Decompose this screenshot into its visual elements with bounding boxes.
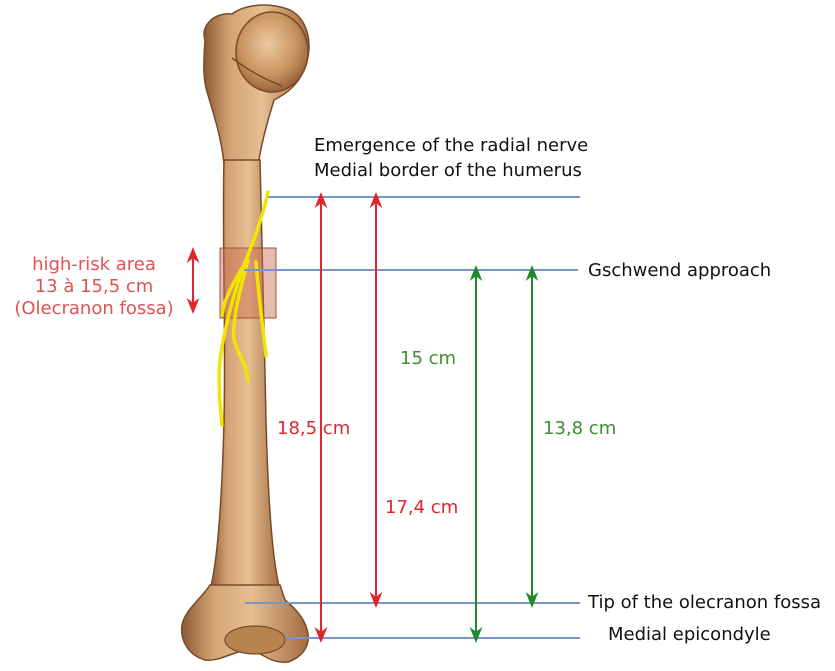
humerus-bone xyxy=(182,5,309,662)
risk-line-2: 13 à 15,5 cm xyxy=(8,276,180,298)
label-medial-border-humerus: Medial border of the humerus xyxy=(314,160,582,182)
measure-13-8-cm: 13,8 cm xyxy=(543,418,616,440)
label-medial-epicondyle: Medial epicondyle xyxy=(608,624,771,646)
label-radial-nerve-emergence: Emergence of the radial nerve xyxy=(314,135,588,157)
label-gschwend-approach: Gschwend approach xyxy=(588,260,771,282)
label-olecranon-tip: Tip of the olecranon fossa xyxy=(588,592,821,614)
measure-18-5-cm: 18,5 cm xyxy=(277,418,350,440)
measure-15-cm: 15 cm xyxy=(400,348,456,370)
risk-line-1: high-risk area xyxy=(8,254,180,276)
risk-line-3: (Olecranon fossa) xyxy=(8,298,180,320)
measure-17-4-cm: 17,4 cm xyxy=(385,497,458,519)
high-risk-area-label: high-risk area 13 à 15,5 cm (Olecranon f… xyxy=(8,254,180,320)
